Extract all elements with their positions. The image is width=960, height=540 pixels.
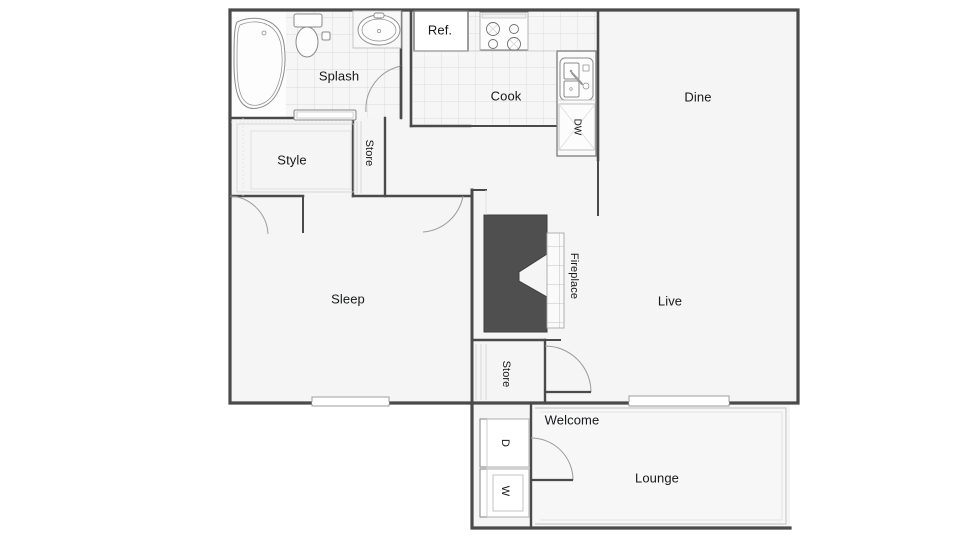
store-closet-1-shelving	[356, 121, 362, 193]
vanity-counter	[293, 109, 357, 121]
bathtub-fixture	[233, 17, 286, 109]
fireplace-mass	[483, 214, 565, 333]
lounge-railing	[535, 407, 787, 525]
kitchen-counter-edges	[413, 12, 596, 101]
dishwasher-fixture	[558, 103, 596, 151]
openings	[311, 395, 730, 407]
cooktop-range	[479, 11, 529, 51]
walls	[228, 8, 800, 530]
style-closet-detail	[231, 118, 355, 196]
kitchen-sink-fixture	[559, 57, 594, 101]
vanity-sink-fixture	[352, 10, 402, 49]
door-swings	[229, 65, 592, 482]
store-closet-2-shelving	[475, 344, 487, 400]
refrigerator-outline	[413, 10, 469, 52]
dryer-unit	[479, 418, 530, 468]
bedroom-window	[311, 396, 390, 407]
toilet-fixture	[293, 13, 331, 58]
patio-slider	[628, 395, 730, 407]
washer-unit	[479, 468, 530, 518]
thin-guides	[485, 190, 487, 215]
